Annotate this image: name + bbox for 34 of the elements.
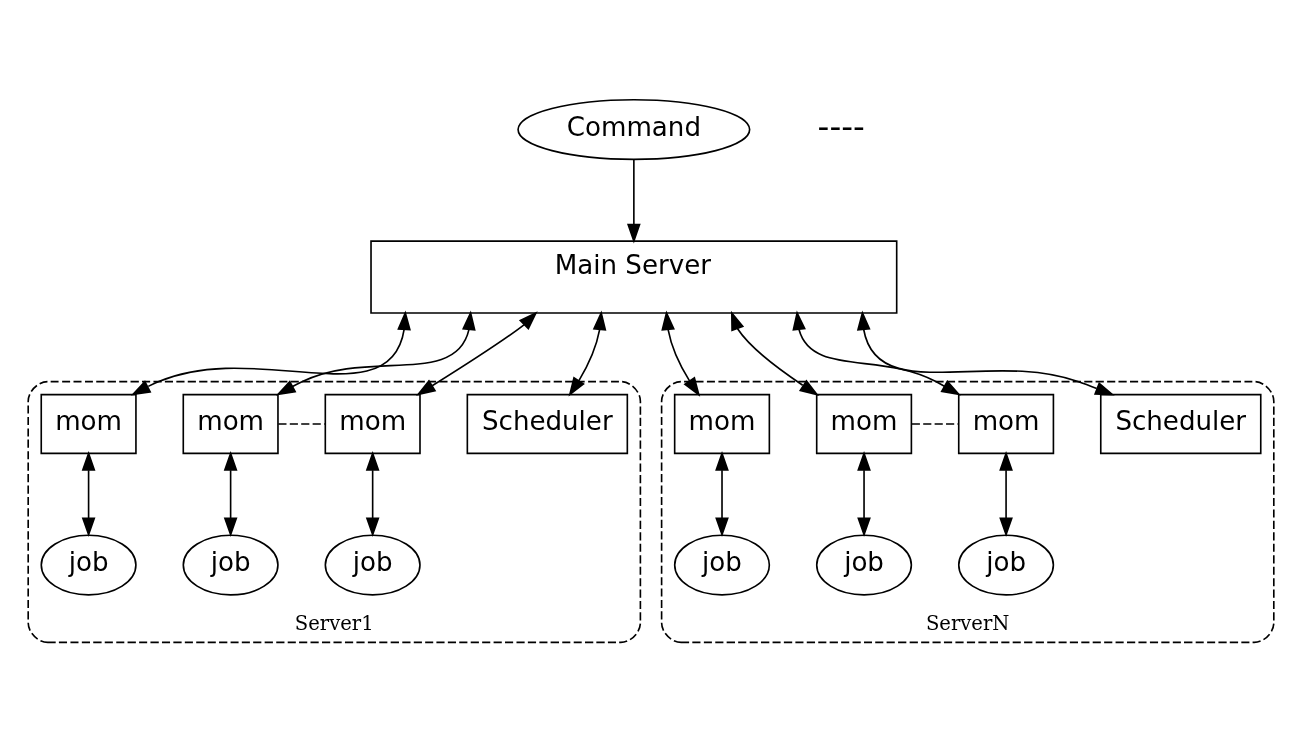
node-ellipse: job [182,533,279,596]
arrow [661,310,701,397]
node-box: Scheduler [466,393,629,454]
node-ellipse: job [673,533,771,596]
arrow [715,450,729,537]
arrow [856,310,1115,395]
arrow [223,450,238,537]
arrow [416,310,538,396]
arrow [81,450,96,537]
node-box: mom [40,393,137,454]
node-ellipse: job [815,533,913,596]
connector [910,422,959,425]
node-ellipse: job [957,533,1055,596]
label: ---- [817,107,865,146]
arrow [857,450,871,537]
connector [277,422,326,425]
node-box: Scheduler [1099,393,1262,454]
arrow [275,310,476,395]
arrow [627,158,641,243]
node-box: mom [182,393,279,454]
node-box: Main Server [370,239,898,314]
node-ellipse: job [40,533,137,596]
arrow [730,310,820,396]
node-box: mom [815,393,913,454]
arrow [792,310,961,395]
arrow [130,310,411,395]
arrow [999,450,1013,537]
node-ellipse: Command [517,98,751,160]
arrow [365,450,380,537]
node-box: mom [957,393,1055,454]
node-box: mom [324,393,421,454]
node-ellipse: job [324,533,421,596]
arrow [568,310,607,397]
node-box: mom [673,393,771,454]
